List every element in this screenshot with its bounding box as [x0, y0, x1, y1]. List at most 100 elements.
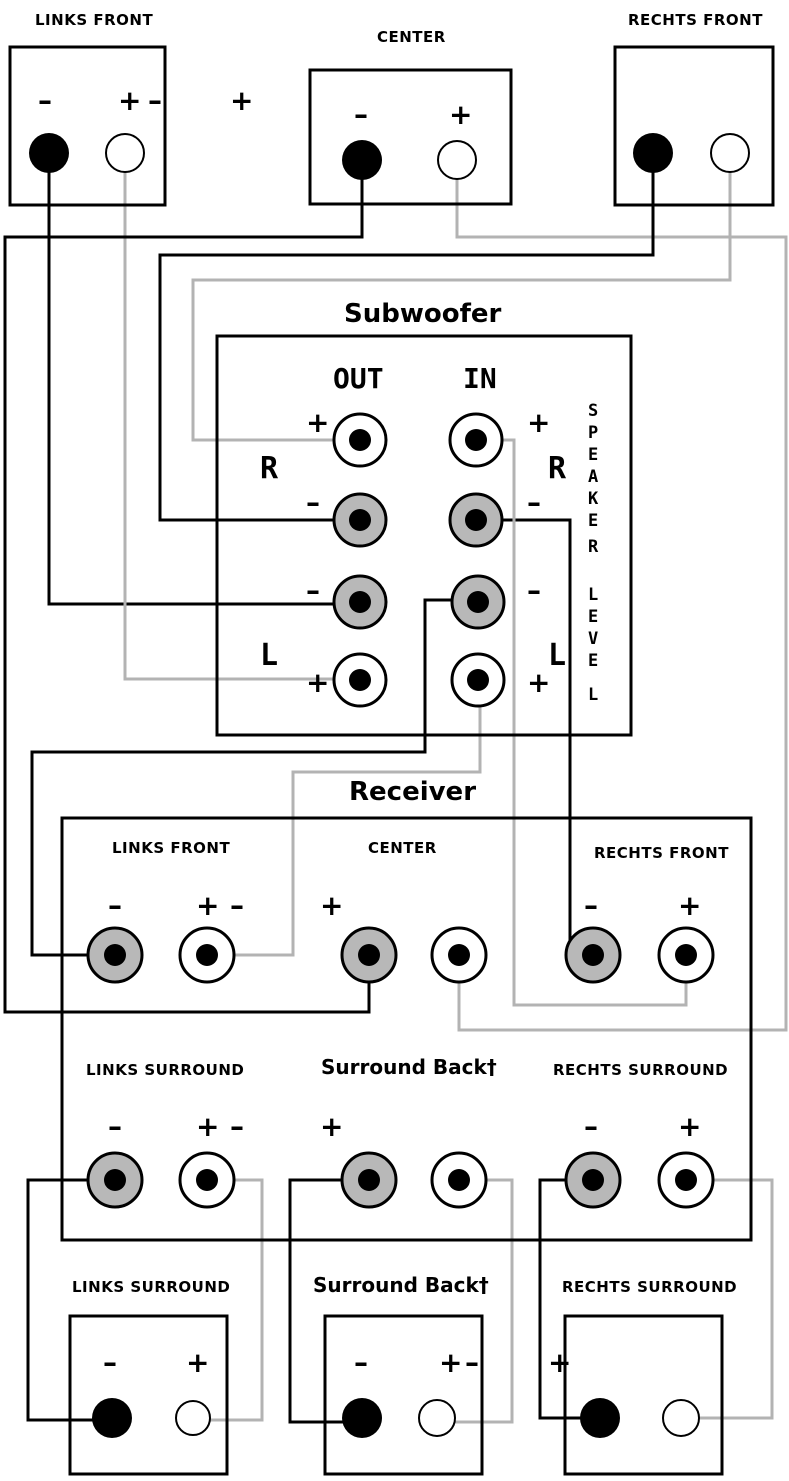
sub-in-l-plus: + — [527, 666, 550, 699]
receiver-title: Receiver — [349, 777, 476, 807]
wire-sub-in-r-positive — [477, 438, 688, 1007]
speaker-front-right-negative-terminal — [633, 133, 673, 173]
speaker-surround-back-positive-terminal — [418, 1399, 456, 1437]
wire-front-left-negative — [47, 153, 358, 606]
subwoofer-out-label: OUT — [333, 362, 384, 395]
recv-sr-minus: – — [584, 1110, 598, 1143]
speaker-front-left-label: LINKS FRONT — [35, 11, 153, 29]
recv-sb-minus: – — [230, 1110, 244, 1143]
recv-fr-positive-terminal — [657, 926, 715, 984]
wire-center-positive — [455, 160, 788, 1032]
receiver-surround-back-label: Surround Back† — [321, 1055, 497, 1079]
speaker-center-minus: – — [354, 98, 368, 131]
sub-in-l-minus: – — [527, 574, 541, 607]
sub-in-r-negative-terminal — [448, 492, 504, 548]
recv-fr-minus: – — [584, 889, 598, 922]
speaker-surround-back-minus: – — [354, 1346, 368, 1379]
speaker-front-left-box — [8, 45, 167, 207]
wire-front-right-negative — [158, 153, 655, 522]
recv-sb-plus: + — [320, 1110, 343, 1143]
speaker-front-left-negative-terminal — [29, 133, 69, 173]
speaker-surround-right-negative-terminal — [580, 1398, 620, 1438]
speaker-level-letter: L — [588, 585, 598, 605]
wire-surround-back-negative — [288, 1178, 369, 1424]
receiver-box — [60, 816, 753, 1242]
receiver-front-left-label: LINKS FRONT — [112, 839, 230, 857]
wire-front-right-positive — [191, 153, 732, 442]
speaker-surround-right-stray-plus: + — [548, 1346, 571, 1379]
receiver-surround-left-label: LINKS SURROUND — [86, 1061, 244, 1079]
speaker-surround-back-negative-terminal — [342, 1398, 382, 1438]
speaker-level-letter: A — [588, 467, 598, 487]
speaker-level-letter: P — [588, 423, 598, 443]
speaker-level-letter: E — [588, 607, 598, 627]
speaker-surround-left-plus: + — [186, 1346, 209, 1379]
speaker-surround-right-positive-terminal — [662, 1399, 700, 1437]
stray-minus-1: – — [148, 84, 162, 117]
speaker-surround-back-plus: + — [439, 1346, 462, 1379]
sub-out-l-positive-terminal — [332, 652, 388, 708]
speaker-level-letter: S — [588, 401, 598, 421]
speaker-surround-left-negative-terminal — [92, 1398, 132, 1438]
speaker-level-letter: V — [588, 629, 598, 649]
recv-stray-minus: – — [230, 889, 244, 922]
sub-out-r-negative-terminal — [332, 492, 388, 548]
wire-surround-back-positive — [437, 1178, 514, 1424]
receiver-front-right-label: RECHTS FRONT — [594, 844, 729, 862]
receiver: Receiver LINKS FRONT CENTER RECHTS FRONT… — [60, 777, 753, 1242]
speaker-surround-left-minus: – — [103, 1346, 117, 1379]
speaker-center-positive-terminal — [437, 140, 477, 180]
recv-sl-minus: – — [108, 1110, 122, 1143]
receiver-center-label: CENTER — [368, 839, 437, 857]
recv-center-negative-terminal — [340, 926, 398, 984]
sub-in-r-positive-terminal — [448, 412, 504, 468]
speaker-level-letter: R — [588, 537, 599, 557]
recv-fl-minus: – — [108, 889, 122, 922]
speaker-front-right: RECHTS FRONT — [613, 11, 775, 207]
sub-out-l-minus: – — [306, 574, 320, 607]
wire-surround-right-negative — [538, 1178, 600, 1420]
speaker-surround-left-positive-terminal — [175, 1400, 211, 1436]
subwoofer-title: Subwoofer — [344, 299, 502, 329]
recv-center-positive-terminal — [430, 926, 488, 984]
subwoofer-out-r-label: R — [260, 451, 279, 486]
speaker-center-box — [308, 68, 513, 206]
recv-fr-negative-terminal — [564, 926, 622, 984]
speaker-surround-back: Surround Back† – + – — [313, 1273, 489, 1476]
speaker-surround-back-box — [323, 1314, 484, 1476]
speaker-center-plus: + — [449, 98, 472, 131]
speaker-front-left-minus: – — [38, 84, 52, 117]
subwoofer: Subwoofer OUT IN R R L L + – – + + – – +… — [215, 299, 633, 737]
stray-plus-1: + — [230, 84, 253, 117]
subwoofer-out-l-label: L — [260, 638, 278, 673]
speaker-center-negative-terminal — [342, 140, 382, 180]
sub-out-r-minus: – — [306, 486, 320, 519]
wire-front-left-positive — [123, 153, 358, 681]
speaker-surround-right: RECHTS SURROUND + — [548, 1278, 737, 1476]
speaker-front-right-positive-terminal — [710, 133, 750, 173]
speaker-front-left-positive-terminal — [105, 133, 145, 173]
speaker-level-letter: L — [588, 685, 598, 705]
wire-surround-right-positive — [681, 1178, 774, 1420]
sub-out-l-negative-terminal — [332, 574, 388, 630]
recv-sr-positive-terminal — [657, 1151, 715, 1209]
sub-in-l-positive-terminal — [450, 652, 506, 708]
subwoofer-in-label: IN — [463, 362, 497, 395]
recv-sl-positive-terminal — [178, 1151, 236, 1209]
speaker-surround-back-stray-minus: – — [465, 1346, 479, 1379]
recv-sb-positive-terminal — [430, 1151, 488, 1209]
sub-out-r-positive-terminal — [332, 412, 388, 468]
speaker-front-left-plus: + — [118, 84, 141, 117]
recv-fr-plus: + — [678, 889, 701, 922]
wire-sub-in-l-positive — [207, 682, 482, 957]
sub-out-r-plus: + — [306, 406, 329, 439]
speaker-surround-left-label: LINKS SURROUND — [72, 1278, 230, 1296]
speaker-surround-right-box — [563, 1314, 724, 1476]
speaker-level-label: S P E A K E R L E V E L — [588, 401, 599, 705]
subwoofer-box — [215, 334, 633, 737]
recv-fl-negative-terminal — [86, 926, 144, 984]
recv-fl-plus: + — [196, 889, 219, 922]
speaker-level-letter: E — [588, 445, 598, 465]
speaker-front-right-label: RECHTS FRONT — [628, 11, 763, 29]
